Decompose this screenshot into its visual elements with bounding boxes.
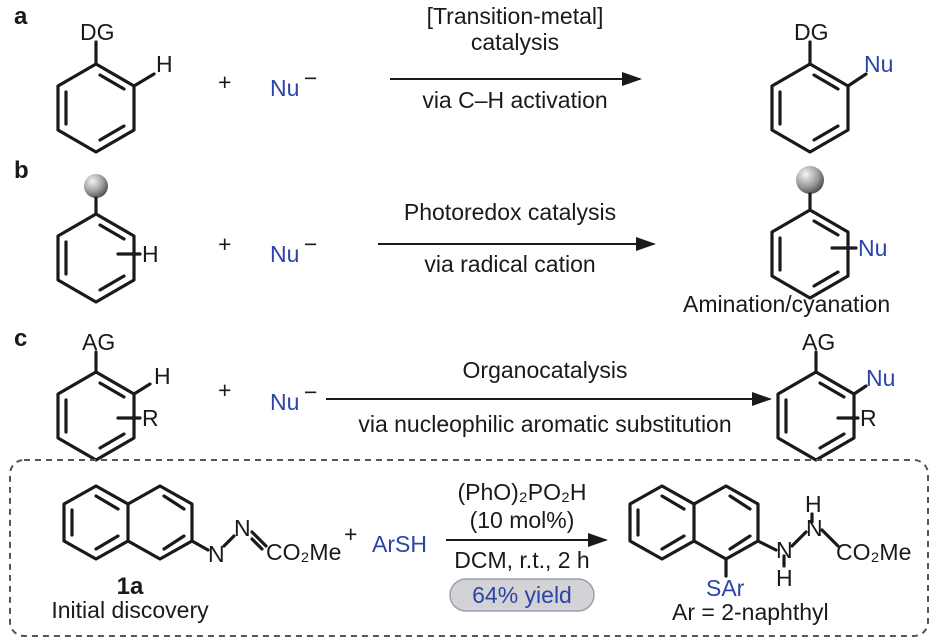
panel-a-arrow-top-1: [Transition-metal]: [427, 3, 604, 29]
panel-c-product-r: R: [860, 405, 877, 431]
reagent-arsh: ArSH: [372, 531, 427, 557]
panel-a-charge: −: [304, 65, 317, 91]
catalyst-label: (PhO)₂PO₂H: [457, 479, 586, 505]
panel-a-arrow-top-2: catalysis: [471, 29, 559, 55]
product-n2: N: [776, 537, 793, 563]
panel-c-product-benzene: [776, 350, 868, 462]
reactant-naphthalene: [62, 484, 268, 561]
reactant-ester: CO₂Me: [266, 539, 341, 565]
panel-c-ag-label: AG: [82, 329, 115, 355]
panel-b-arrow-top: Photoredox catalysis: [404, 199, 616, 225]
panel-a-product-dg: DG: [794, 19, 829, 45]
panel-a-label: a: [14, 3, 28, 30]
panel-b-product-nu: Nu: [858, 235, 887, 261]
panel-a-h-label: H: [156, 51, 173, 77]
panel-c-product-nu: Nu: [866, 365, 895, 391]
panel-b-label: b: [14, 157, 29, 184]
panel-a-reactant-benzene: [56, 40, 156, 154]
panel-a-product-nu: Nu: [864, 51, 893, 77]
panel-b-nucleophile: Nu: [270, 241, 299, 267]
panel-b-product-caption: Amination/cyanation: [683, 291, 890, 317]
discovery-product: H N N H CO₂Me SAr Ar = 2-naphthyl: [628, 484, 911, 625]
panel-b-h-label: H: [142, 241, 159, 267]
catalyst-loading: (10 mol%): [470, 507, 575, 533]
compound-caption: Initial discovery: [51, 597, 209, 623]
product-h2: H: [776, 565, 793, 591]
panel-a-arrow-bottom: via C–H activation: [422, 87, 607, 113]
panel-b-reactant-sphere: [84, 174, 108, 198]
panel-c-arrow-bottom: via nucleophilic aromatic substitution: [358, 411, 731, 437]
discovery-reactant: N N CO₂Me 1a Initial discovery: [51, 484, 341, 623]
yield-badge: [449, 578, 595, 612]
ar-definition: Ar = 2-naphthyl: [672, 599, 829, 625]
product-naphthalene: [628, 484, 840, 578]
panel-c-label: c: [14, 325, 27, 352]
panel-b-product-sphere: [796, 166, 824, 194]
panel-c-nucleophile: Nu: [270, 389, 299, 415]
product-h1: H: [805, 491, 822, 517]
yield-label: 64% yield: [472, 582, 572, 608]
panel-c-plus: +: [218, 377, 231, 403]
panel-c-reactant-benzene: [56, 350, 152, 462]
panel-c-arrow-top: Organocatalysis: [463, 357, 628, 383]
product-ester: CO₂Me: [836, 539, 911, 565]
panel-b-charge: −: [304, 231, 317, 257]
panel-c-h-label: H: [154, 363, 171, 389]
discovery-plus: +: [344, 521, 357, 547]
panel-b-product-benzene: [770, 192, 858, 300]
panel-c-charge: −: [304, 379, 317, 405]
azo-n2: N: [234, 515, 251, 541]
panel-a-dg-label: DG: [80, 19, 115, 45]
panel-a-plus: +: [218, 69, 231, 95]
panel-b-plus: +: [218, 231, 231, 257]
compound-id: 1a: [117, 573, 144, 600]
panel-a-nucleophile: Nu: [270, 75, 299, 101]
panel-c-r-label: R: [142, 405, 159, 431]
panel-b-reactant-benzene: [56, 196, 142, 304]
panel-c: c AG H R + Nu − Organocatalysis via nucl…: [14, 325, 895, 462]
panel-b: b H + Nu − Photoredox catalysis via radi…: [14, 157, 890, 317]
panel-a-product-benzene: [770, 40, 868, 154]
azo-n1: N: [208, 541, 225, 567]
panel-c-product-ag: AG: [802, 329, 835, 355]
panel-a: a DG H + Nu − [Transition-metal] catalys…: [14, 3, 893, 154]
product-n1: N: [806, 515, 823, 541]
discovery-box: [9, 459, 929, 637]
product-sar: SAr: [706, 575, 745, 601]
conditions-label: DCM, r.t., 2 h: [454, 547, 589, 573]
panel-b-arrow-bottom: via radical cation: [424, 251, 595, 277]
